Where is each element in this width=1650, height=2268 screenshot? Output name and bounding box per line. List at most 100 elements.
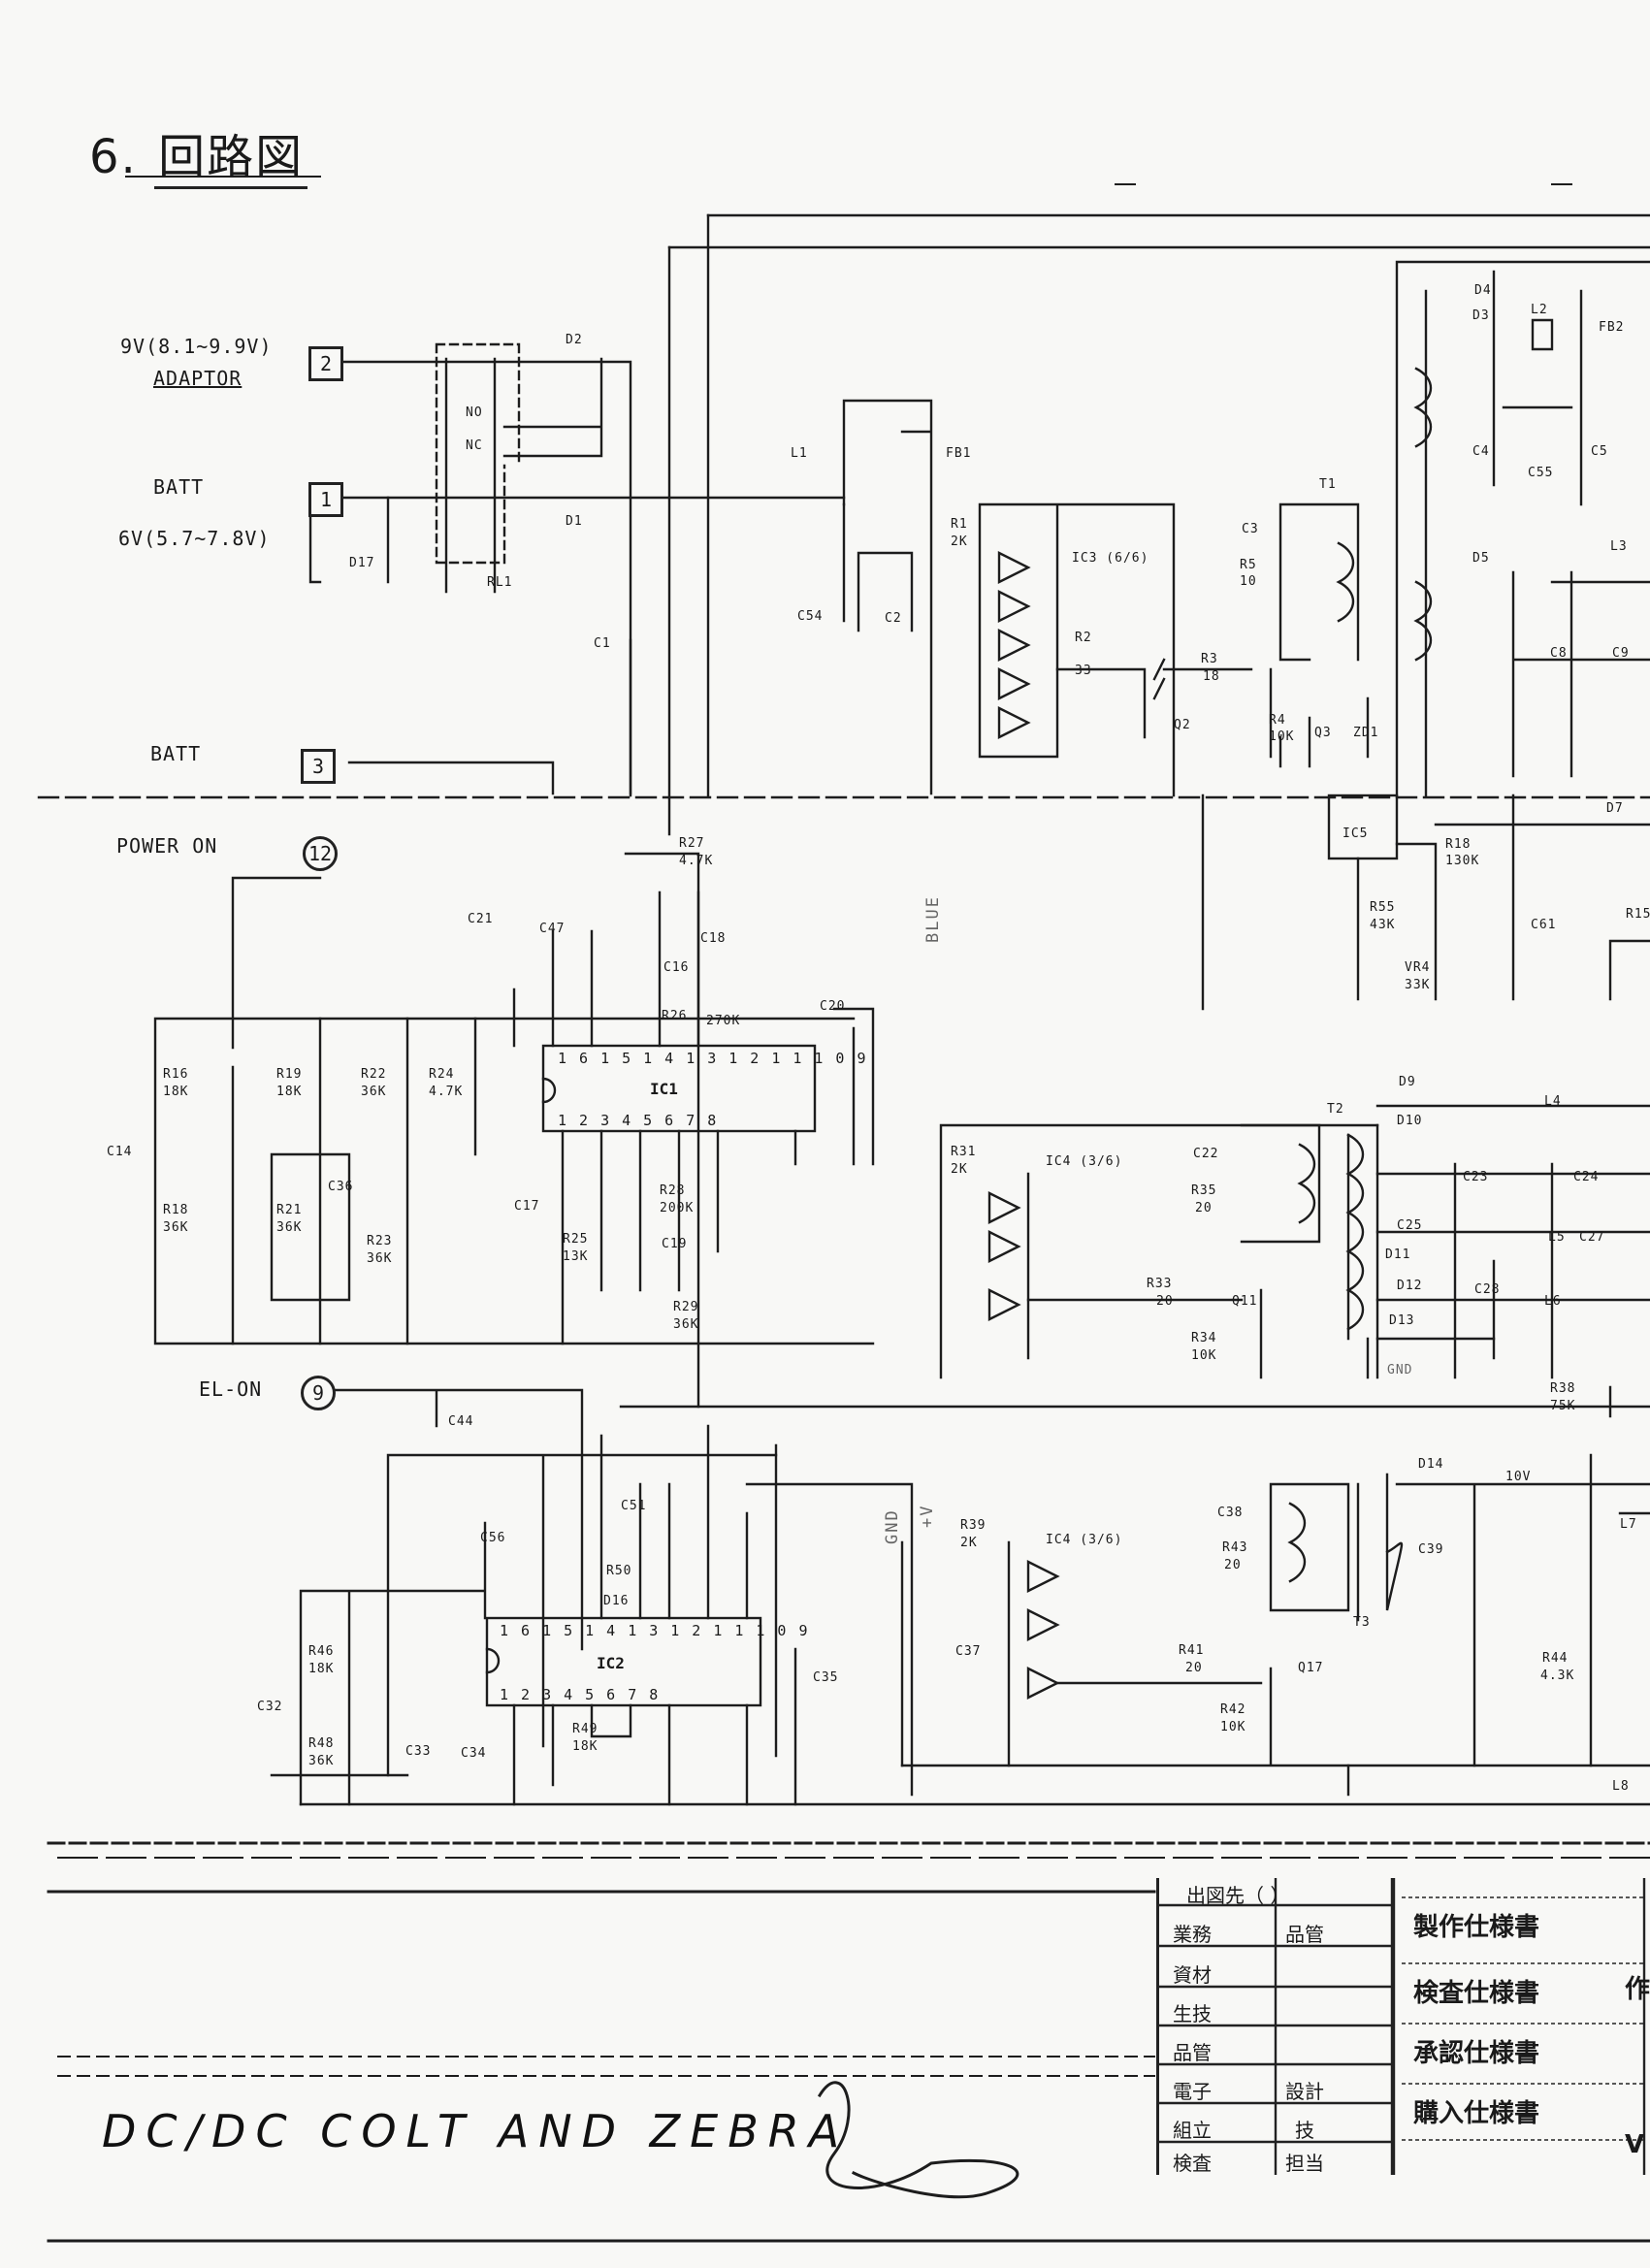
label-fb1: FB1 bbox=[946, 446, 972, 461]
label-c22: C22 bbox=[1193, 1147, 1219, 1161]
tb-row-3: 生技 bbox=[1173, 2002, 1212, 2025]
label-r41: R41 bbox=[1179, 1643, 1205, 1658]
label-d14: D14 bbox=[1418, 1457, 1444, 1472]
label-ic5: IC5 bbox=[1343, 826, 1369, 841]
label-r18: R18 bbox=[1445, 837, 1472, 852]
label-l7: L7 bbox=[1620, 1517, 1637, 1532]
label-c17: C17 bbox=[514, 1199, 540, 1214]
label-t2: T2 bbox=[1327, 1102, 1344, 1117]
label-l4: L4 bbox=[1544, 1094, 1562, 1109]
label-ic4b: IC4 (3/6) bbox=[1046, 1533, 1123, 1547]
label-c28: C28 bbox=[1474, 1282, 1501, 1297]
label-c9: C9 bbox=[1612, 646, 1630, 661]
batt-label: BATT bbox=[153, 475, 205, 499]
label-l8: L8 bbox=[1612, 1779, 1630, 1794]
label-r18b: R18 bbox=[163, 1203, 189, 1217]
label-r21-value: 36K bbox=[276, 1220, 303, 1235]
title-number: 6. bbox=[89, 130, 138, 184]
label-d10: D10 bbox=[1397, 1114, 1423, 1128]
label-c27: C27 bbox=[1579, 1230, 1605, 1245]
title-block: 出図先（ ） 業務 資材 生技 品管 電子 組立 検査 品管 設計 技 担当 製… bbox=[1156, 1878, 1650, 2175]
label-r19-value: 18K bbox=[276, 1085, 303, 1099]
label-r25-value: 13K bbox=[563, 1249, 589, 1264]
tb-destination: 出図先（ ） bbox=[1186, 1884, 1290, 1907]
label-c14: C14 bbox=[107, 1145, 133, 1159]
label-r44: R44 bbox=[1542, 1651, 1569, 1666]
label-c8: C8 bbox=[1550, 646, 1568, 661]
label-r48-value: 36K bbox=[308, 1754, 335, 1768]
label-q2: Q2 bbox=[1174, 718, 1191, 732]
label-r39: R39 bbox=[960, 1518, 987, 1533]
label-t1: T1 bbox=[1319, 477, 1337, 492]
label-r18b-value: 36K bbox=[163, 1220, 189, 1235]
label-c47: C47 bbox=[539, 922, 566, 936]
label-c61: C61 bbox=[1531, 918, 1557, 932]
handwritten-note: DC/DC COLT AND ZEBRA bbox=[102, 2105, 850, 2157]
label-r18-value: 130K bbox=[1445, 854, 1480, 868]
label-c19: C19 bbox=[662, 1237, 688, 1251]
label-c39: C39 bbox=[1418, 1542, 1444, 1557]
label-r27: R27 bbox=[679, 836, 705, 851]
label-d1: D1 bbox=[566, 514, 583, 529]
label-d11: D11 bbox=[1385, 1247, 1411, 1262]
label-r29-value: 36K bbox=[673, 1317, 699, 1332]
title-block-grid bbox=[1159, 1878, 1646, 2175]
label-vr4-value: 33K bbox=[1405, 978, 1431, 992]
label-c25: C25 bbox=[1397, 1218, 1423, 1233]
ic1-bottom-pins: 12345678 bbox=[558, 1112, 729, 1129]
label-fb2: FB2 bbox=[1599, 320, 1625, 335]
drawing-title: 6. 回路図 bbox=[89, 118, 308, 189]
label-r34-value: 10K bbox=[1191, 1348, 1217, 1363]
label-d9: D9 bbox=[1399, 1075, 1416, 1089]
label-c21: C21 bbox=[468, 912, 494, 926]
label-r22-value: 36K bbox=[361, 1085, 387, 1099]
label-d12: D12 bbox=[1397, 1279, 1423, 1293]
label-r38-value: 75K bbox=[1550, 1399, 1576, 1413]
label-c32: C32 bbox=[257, 1700, 283, 1714]
label-r35: R35 bbox=[1191, 1183, 1217, 1198]
label-r43: R43 bbox=[1222, 1540, 1248, 1555]
label-r44-value: 4.3K bbox=[1540, 1669, 1575, 1683]
label-r39-value: 2K bbox=[960, 1536, 978, 1550]
label-r35-value: 20 bbox=[1195, 1201, 1213, 1215]
tb-doc-2: 検査仕様書 bbox=[1413, 1979, 1540, 2008]
label-r38: R38 bbox=[1550, 1381, 1576, 1396]
label-r42: R42 bbox=[1220, 1702, 1246, 1717]
label-r23-value: 36K bbox=[367, 1251, 393, 1266]
label-r3: R3 bbox=[1201, 652, 1218, 666]
label-r28: R28 bbox=[660, 1183, 686, 1198]
wire-label-blue: BLUE bbox=[923, 895, 943, 943]
label-c5: C5 bbox=[1591, 444, 1608, 459]
label-r15: R15 bbox=[1626, 907, 1650, 922]
label-d4: D4 bbox=[1474, 283, 1492, 298]
label-ic3: IC3 (6/6) bbox=[1072, 551, 1149, 566]
label-q17: Q17 bbox=[1298, 1661, 1324, 1675]
power-on-label: POWER ON bbox=[116, 834, 218, 858]
label-zd1: ZD1 bbox=[1353, 726, 1379, 740]
label-l2: L2 bbox=[1531, 303, 1548, 317]
label-r2: R2 bbox=[1075, 631, 1092, 645]
label-c36: C36 bbox=[328, 1180, 354, 1194]
label-l1: L1 bbox=[791, 446, 808, 461]
label-r46: R46 bbox=[308, 1644, 335, 1659]
label-l6: L6 bbox=[1544, 1294, 1562, 1309]
label-q11: Q11 bbox=[1232, 1294, 1258, 1309]
label-r49-value: 18K bbox=[572, 1739, 599, 1754]
label-d17: D17 bbox=[349, 556, 375, 570]
label-r21: R21 bbox=[276, 1203, 303, 1217]
label-r42-value: 10K bbox=[1220, 1720, 1246, 1734]
label-r46-value: 18K bbox=[308, 1662, 335, 1676]
label-r41-value: 20 bbox=[1185, 1661, 1203, 1675]
label-c20: C20 bbox=[820, 999, 846, 1014]
label-c35: C35 bbox=[813, 1670, 839, 1685]
tb-doc-4: 購入仕様書 bbox=[1413, 2099, 1540, 2128]
connector-pin-3: 3 bbox=[301, 749, 336, 784]
label-r31: R31 bbox=[951, 1145, 977, 1159]
label-c51: C51 bbox=[621, 1499, 647, 1513]
label-r33: R33 bbox=[1147, 1277, 1173, 1291]
label-r28-value: 200K bbox=[660, 1201, 695, 1215]
connector-pin-1: 1 bbox=[308, 482, 343, 517]
label-d2: D2 bbox=[566, 333, 583, 347]
tb-row-2: 資材 bbox=[1173, 1963, 1212, 1987]
